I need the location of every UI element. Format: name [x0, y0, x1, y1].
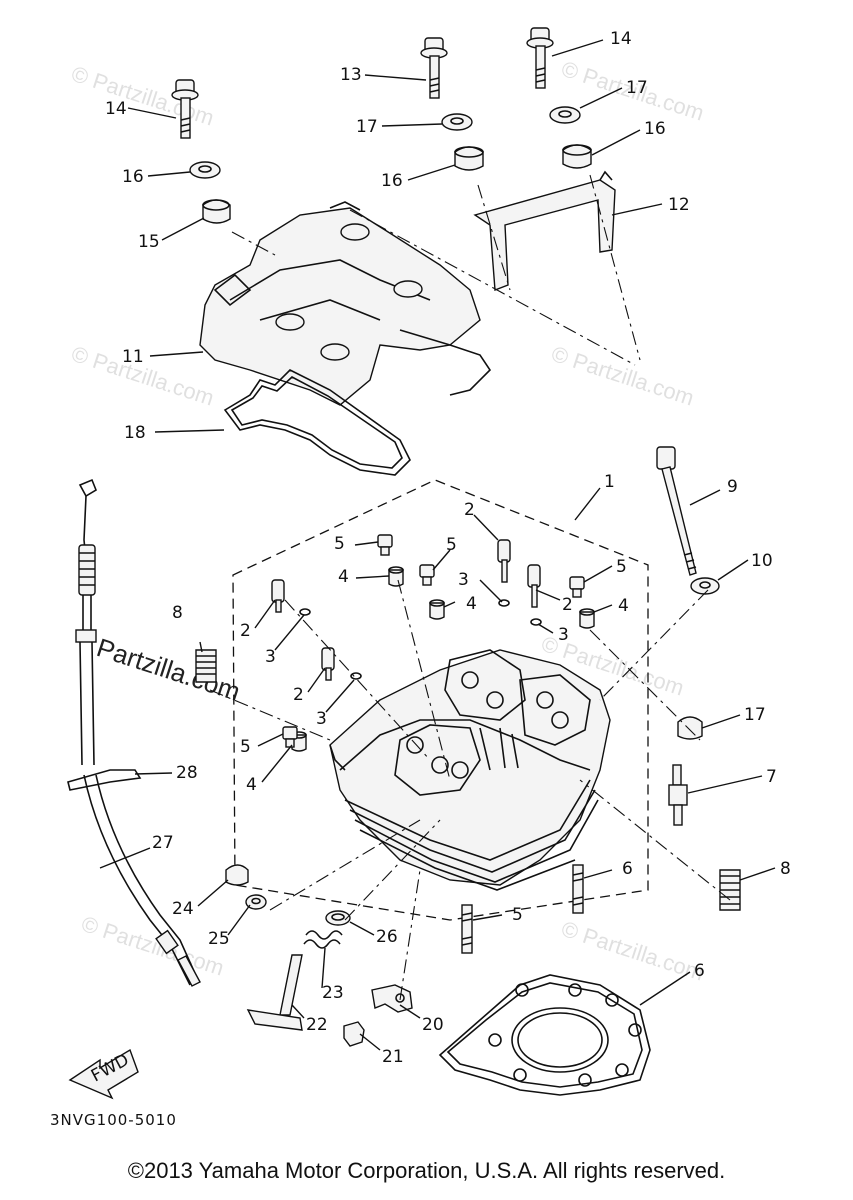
cylinder-head-1: [329, 649, 611, 891]
callout-labels: 14 13 14 16 17 17 15 16 16 12 11 18 1 9 …: [105, 29, 791, 1067]
callout-16-right: 16: [644, 119, 666, 139]
cable-assembly: [75, 478, 97, 766]
callout-9: 6: [694, 961, 705, 981]
callout-5-b: 5: [446, 535, 457, 555]
callout-10: 9: [727, 477, 738, 497]
stud-6: [461, 864, 584, 954]
callout-20: 20: [422, 1015, 444, 1035]
callout-2-b: 2: [293, 685, 304, 705]
callout-21: 21: [382, 1047, 404, 1067]
callout-14-left: 13: [340, 65, 362, 85]
watermark-prominent: Partzilla.com: [93, 632, 244, 707]
spring-23: [303, 930, 343, 949]
callout-14-right: 14: [610, 29, 632, 49]
bolt-14-left: [420, 37, 448, 99]
washer-11: [690, 577, 720, 595]
washer-17: [189, 106, 581, 179]
o-ring-3: [299, 599, 542, 680]
callout-16-left: 15: [138, 232, 160, 252]
callout-3-d: 3: [558, 625, 569, 645]
callout-19: 18: [124, 423, 146, 443]
cylinder-head-assembly-boundary: [232, 479, 649, 921]
callout-2-d: 2: [562, 595, 573, 615]
callout-8-left: 8: [172, 603, 183, 623]
shaft-22: [246, 954, 303, 1031]
callout-18: 17: [744, 705, 766, 725]
callout-26: 26: [376, 927, 398, 947]
callout-25: 25: [208, 929, 230, 949]
callout-12: 11: [122, 347, 144, 367]
callout-17-mid: 17: [356, 117, 378, 137]
callout-5-d: 5: [240, 737, 251, 757]
bolt-15: [171, 79, 199, 139]
callout-4-a: 4: [338, 567, 349, 587]
stud-2: [271, 539, 541, 681]
callout-6-right: 6: [622, 859, 633, 879]
callout-3-b: 3: [316, 709, 327, 729]
seal-26: [325, 910, 351, 926]
callout-1: 1: [604, 472, 615, 492]
watermark: © Partzilla.com: [548, 341, 697, 411]
callout-4-b: 4: [466, 594, 477, 614]
washer-25: [245, 894, 267, 910]
callout-2-a: 2: [240, 621, 251, 641]
spring-8: [195, 649, 741, 911]
bolt-5: [282, 534, 585, 748]
callout-16-mid: 16: [381, 171, 403, 191]
copyright-notice: ©2013 Yamaha Motor Corporation, U.S.A. A…: [127, 1158, 726, 1183]
cylinder-head-cover-12: [199, 201, 481, 406]
cap-24: [225, 864, 249, 886]
clamp-28: [67, 769, 142, 791]
bolt-10: [656, 446, 697, 576]
callout-13: 12: [668, 195, 690, 215]
callout-6-left: 5: [512, 905, 523, 925]
callout-8-right: 8: [780, 859, 791, 879]
callout-27: 27: [152, 833, 174, 853]
bolt-14-right: [526, 27, 554, 89]
drawing-code: 3NVG100-5010: [50, 1111, 177, 1129]
head-cover-gasket-19: [223, 329, 492, 476]
screw-21: [343, 1021, 365, 1047]
callout-2-c: 2: [464, 500, 475, 520]
leader-lines: [99, 39, 776, 1051]
callout-28: 28: [176, 763, 198, 783]
callout-3-c: 3: [458, 570, 469, 590]
bracket-13: [473, 170, 616, 291]
callout-5-a: 5: [334, 534, 345, 554]
callout-15: 14: [105, 99, 127, 119]
callout-11: 10: [751, 551, 773, 571]
callout-5-c: 5: [616, 557, 627, 577]
callout-24: 24: [172, 899, 194, 919]
callout-4-d: 4: [246, 775, 257, 795]
callout-4-c: 4: [618, 596, 629, 616]
cylinder-head-gasket-9: [438, 974, 651, 1096]
bracket-20: [371, 984, 413, 1013]
spark-plug-7: [668, 764, 688, 826]
callout-17-right: 17: [626, 78, 648, 98]
watermark: © Partzilla.com: [78, 911, 227, 981]
callout-7: 7: [766, 767, 777, 787]
fwd-arrow-icon: FWD: [68, 1048, 139, 1100]
grommet-16: [202, 144, 592, 224]
cap-18: [677, 716, 703, 740]
callout-23: 23: [322, 983, 344, 1003]
callout-17-left: 16: [122, 167, 144, 187]
callout-3-a: 3: [265, 647, 276, 667]
callout-22: 22: [306, 1015, 328, 1035]
